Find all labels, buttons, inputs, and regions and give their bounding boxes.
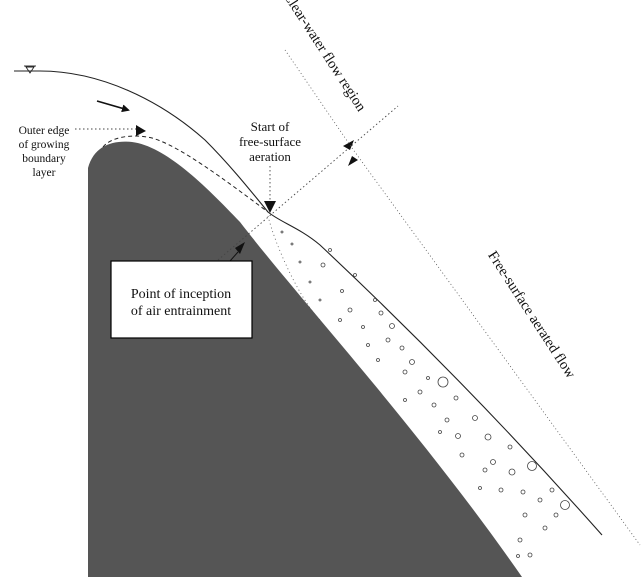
air-bubble (328, 248, 332, 252)
outer-edge-label-line-4: layer (33, 167, 56, 179)
air-bubble (508, 468, 516, 476)
air-bubble (453, 395, 459, 401)
air-bubble (385, 337, 391, 343)
air-bubble (484, 433, 492, 441)
outer-edge-label-line-1: Outer edge (19, 125, 70, 137)
air-bubble (338, 318, 342, 322)
clear-water-region-label: Clear-water flow region (280, 0, 370, 115)
air-bubble (444, 417, 450, 423)
air-bubble (361, 325, 365, 329)
aerated-flow-boundary-line (351, 147, 641, 546)
outer-edge-label-line-2: of growing (19, 139, 70, 151)
air-bubbles (280, 230, 570, 558)
clear-water-boundary-line (284, 49, 353, 149)
water-surface-line (14, 70, 603, 536)
air-bubble (378, 310, 384, 316)
start-aeration-label-line-2: free-surface (239, 134, 301, 149)
air-bubble (459, 452, 465, 458)
air-bubble (431, 402, 437, 408)
air-bubble (399, 345, 405, 351)
air-bubble (553, 512, 559, 518)
inception-label-line-1: Point of inception (131, 287, 231, 302)
free-surface-aerated-label: Free-surface aerated flow (484, 248, 578, 381)
air-bubble (542, 525, 548, 531)
air-bubble (320, 262, 326, 268)
air-bubble (482, 467, 488, 473)
air-bubble (298, 260, 302, 264)
air-bubble (527, 461, 537, 471)
start-aeration-label-line-3: aeration (249, 149, 291, 164)
air-bubble (366, 343, 370, 347)
air-bubble (527, 552, 533, 558)
air-bubble (498, 487, 504, 493)
air-bubble (417, 389, 423, 395)
air-bubble (280, 230, 284, 234)
air-bubble (516, 554, 520, 558)
air-bubble (402, 369, 408, 375)
inception-pointer-icon (235, 242, 245, 254)
air-bubble (438, 430, 442, 434)
air-bubble (389, 323, 395, 329)
air-bubble (373, 298, 377, 302)
air-bubble (517, 537, 523, 543)
water-level-triangle-icon (24, 65, 36, 74)
air-bubble (478, 486, 482, 490)
outer-edge-label-line-3: boundary (22, 153, 66, 165)
start-aeration-pointer-icon (264, 201, 276, 213)
air-bubble (522, 512, 528, 518)
air-bubble (560, 500, 570, 510)
air-bubble (537, 497, 543, 503)
boundary-layer-edge (102, 135, 269, 213)
inception-label-box (110, 260, 253, 339)
normal-section-line (217, 105, 399, 261)
air-bubble (520, 489, 526, 495)
section-boundary-arrow-icon (343, 140, 358, 166)
air-bubble (353, 273, 357, 277)
air-bubble (472, 415, 478, 421)
air-bubble (347, 307, 353, 313)
air-bubble (426, 376, 430, 380)
arrow-right-icon (96, 100, 130, 113)
spillway-body (88, 141, 522, 577)
air-bubble (437, 376, 449, 388)
air-bubble (507, 444, 513, 450)
air-bubble (290, 242, 294, 246)
boundary-layer-pointer-icon (136, 125, 146, 136)
air-bubble (490, 459, 496, 465)
air-bubble (549, 487, 555, 493)
air-bubble (340, 289, 344, 293)
air-bubble (455, 433, 461, 439)
air-bubble (308, 280, 312, 284)
start-aeration-label-line-1: Start of (251, 119, 290, 134)
air-bubble (403, 398, 407, 402)
inception-label-line-2: of air entrainment (131, 304, 231, 319)
air-bubble (409, 359, 415, 365)
air-bubble (376, 358, 380, 362)
air-bubble (318, 298, 322, 302)
